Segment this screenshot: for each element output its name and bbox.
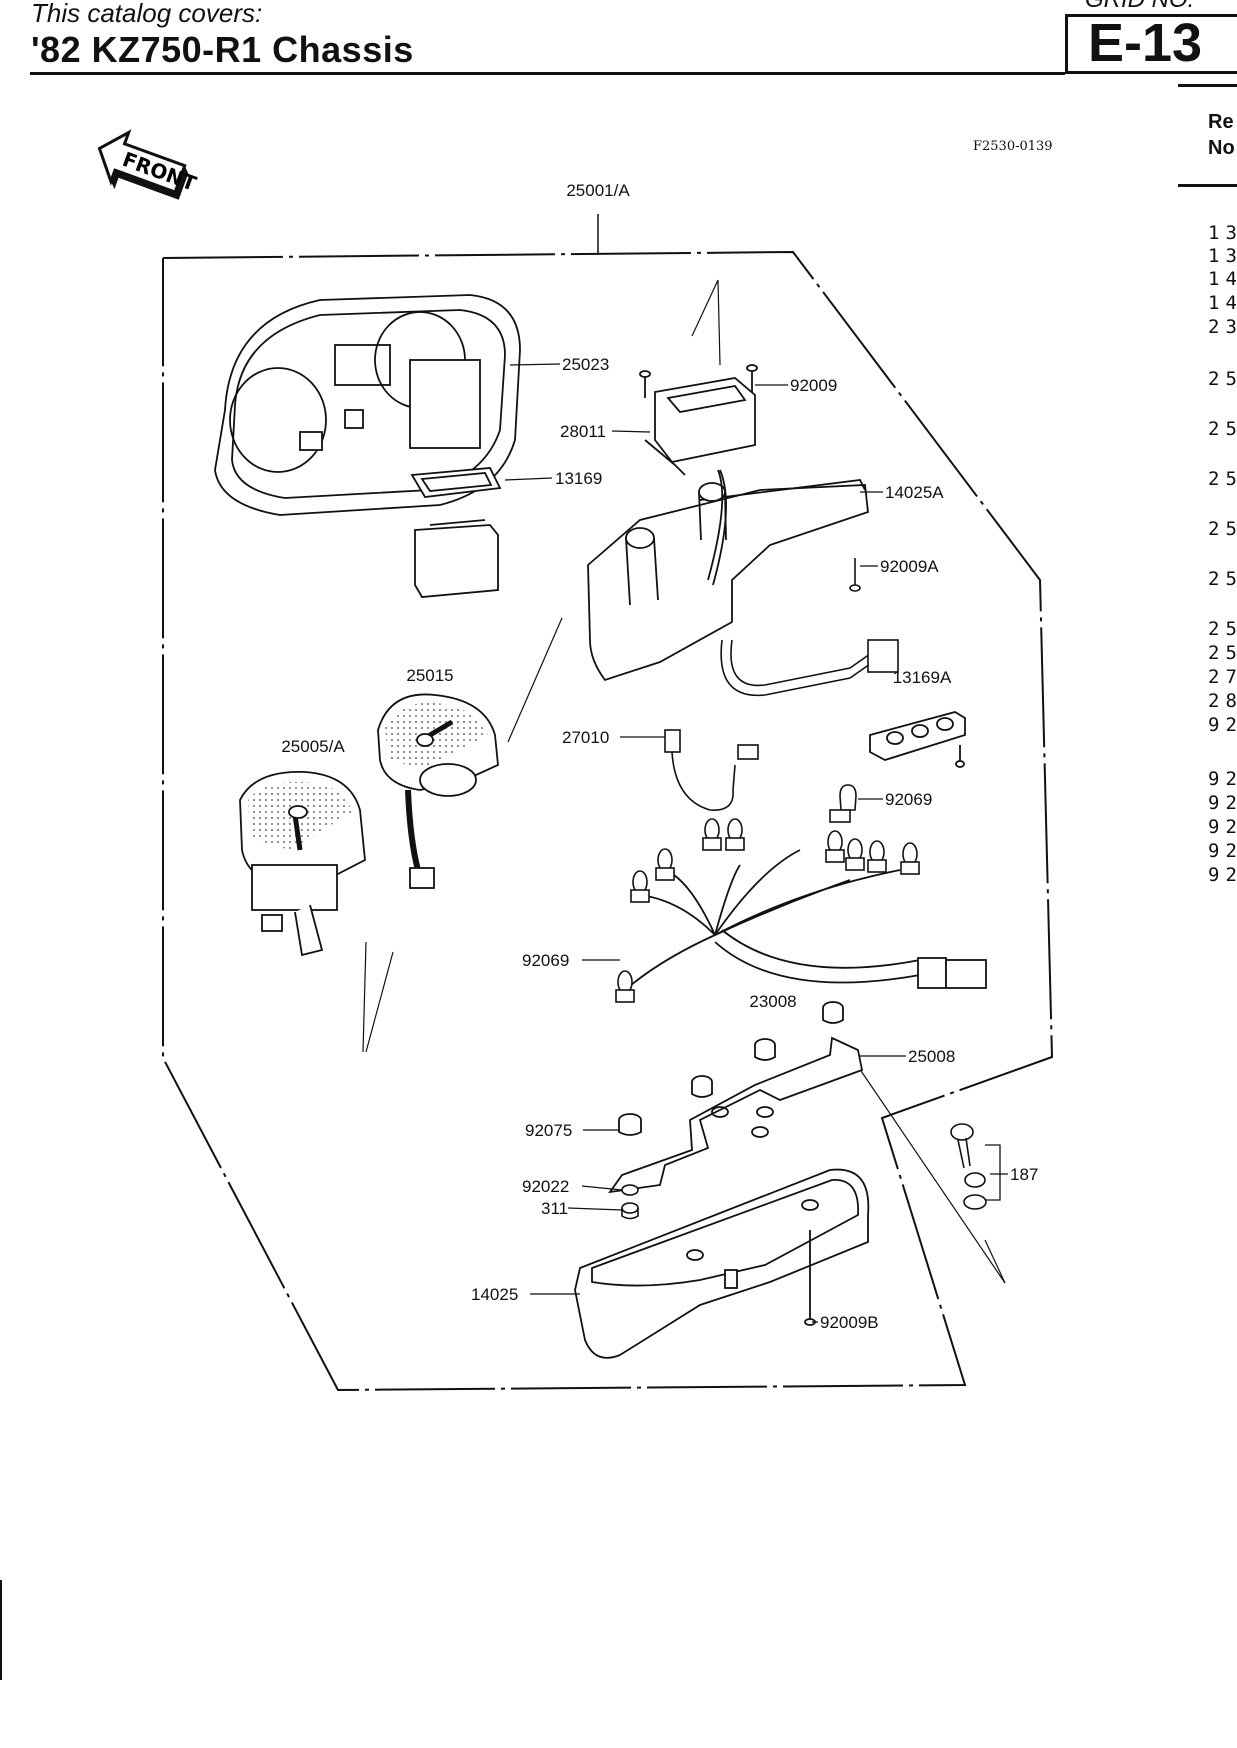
wire-harness-small bbox=[720, 639, 899, 697]
leader-line bbox=[567, 1207, 623, 1211]
grid-box bbox=[1065, 14, 1237, 74]
ref-prefix: 25 bbox=[1208, 468, 1237, 490]
washer-nut-parts bbox=[621, 1184, 639, 1220]
callout-92069: 92069 bbox=[885, 790, 932, 809]
ref-prefix: 92 bbox=[1208, 768, 1237, 790]
callout-25015: 25015 bbox=[406, 666, 453, 685]
ref-prefix: 27 bbox=[1208, 666, 1237, 688]
callout-311: 311 bbox=[541, 1199, 568, 1218]
ref-prefix: 14 bbox=[1208, 292, 1237, 314]
callout-27010: 27010 bbox=[562, 728, 609, 747]
grommets bbox=[618, 1001, 844, 1136]
callout-25005a: 25005/A bbox=[281, 737, 345, 756]
bracket-187 bbox=[985, 1144, 1001, 1201]
speedometer-part bbox=[377, 693, 499, 889]
ref-prefix: 92 bbox=[1208, 714, 1237, 736]
ref-prefix: 92 bbox=[1208, 864, 1237, 886]
callout-25008: 25008 bbox=[908, 1047, 955, 1066]
tachometer-part bbox=[239, 771, 366, 957]
ref-heading-2: No bbox=[1208, 137, 1235, 159]
table-top-rule bbox=[1178, 84, 1237, 87]
meter-case-part bbox=[587, 469, 869, 682]
ref-prefix: 13 bbox=[1208, 222, 1237, 244]
callout-28011: 28011 bbox=[560, 422, 606, 441]
leader-line bbox=[611, 430, 651, 433]
leader-line bbox=[504, 477, 553, 481]
callout-13169a: 13169A bbox=[893, 668, 952, 687]
ref-prefix: 25 bbox=[1208, 568, 1237, 590]
ref-prefix: 92 bbox=[1208, 816, 1237, 838]
meter-cover-part bbox=[214, 294, 521, 516]
callout-92009a: 92009A bbox=[880, 557, 939, 576]
ref-prefix: 92 bbox=[1208, 792, 1237, 814]
screw-92009A bbox=[849, 558, 861, 592]
callout-14025: 14025 bbox=[471, 1285, 518, 1304]
ref-prefix: 13 bbox=[1208, 245, 1237, 267]
control-unit-part bbox=[639, 364, 758, 476]
lower-case-part bbox=[574, 1168, 870, 1359]
callout-92022: 92022 bbox=[522, 1177, 569, 1196]
indicator-lens-part bbox=[410, 467, 502, 598]
indicator-block-part bbox=[869, 711, 966, 768]
switch-part bbox=[664, 729, 759, 811]
callout-92075: 92075 bbox=[525, 1121, 572, 1140]
callout-25023: 25023 bbox=[562, 355, 609, 374]
ref-prefix: 23 bbox=[1208, 316, 1237, 338]
ref-prefix: 28 bbox=[1208, 690, 1237, 712]
ref-prefix: 92 bbox=[1208, 840, 1237, 862]
bulb-92069 bbox=[839, 784, 857, 811]
ref-prefix: 25 bbox=[1208, 418, 1237, 440]
callout-25001a: 25001/A bbox=[566, 181, 630, 200]
ref-prefix: 14 bbox=[1208, 268, 1237, 290]
bulb-sockets bbox=[615, 809, 920, 1003]
figure-code: F2530-0139 bbox=[973, 139, 1053, 154]
ref-prefix: 25 bbox=[1208, 518, 1237, 540]
callout-labels: 25001/A 25023 92009 28011 14025A 13169 92009A 2… bbox=[281, 181, 1038, 1332]
ref-heading-1: Re bbox=[1208, 111, 1234, 133]
assembly-boundary bbox=[162, 250, 1054, 1392]
catalog-title: '82 KZ750-R1 Chassis bbox=[31, 29, 414, 70]
margin-bar bbox=[0, 1580, 2, 1680]
ref-prefix: 25 bbox=[1208, 368, 1237, 390]
callout-187: 187 bbox=[1010, 1165, 1038, 1184]
callout-leaders bbox=[504, 363, 1008, 1323]
table-head-rule bbox=[1178, 184, 1237, 187]
catalog-subtitle: This catalog covers: bbox=[31, 0, 263, 28]
callout-13169: 13169 bbox=[555, 469, 602, 488]
callout-92009: 92009 bbox=[790, 376, 837, 395]
ref-prefix: 25 bbox=[1208, 642, 1237, 664]
main-wire-harness bbox=[624, 849, 987, 991]
header-rule bbox=[30, 72, 1065, 75]
leader-line bbox=[509, 363, 561, 366]
callout-92069: 92069 bbox=[522, 951, 569, 970]
leader-line bbox=[581, 1185, 623, 1191]
guide-lines bbox=[362, 279, 1006, 1284]
bolt-187 bbox=[950, 1123, 987, 1210]
grid-number: E-13 bbox=[1088, 13, 1203, 73]
meter-bracket-part bbox=[608, 1036, 864, 1194]
grid-label: GRID NO. bbox=[1085, 0, 1194, 12]
front-arrow-icon: FRONT bbox=[97, 129, 200, 200]
callout-14025a: 14025A bbox=[885, 483, 944, 502]
callout-92009b: 92009B bbox=[820, 1313, 879, 1332]
ref-prefix: 25 bbox=[1208, 618, 1237, 640]
callout-23008: 23008 bbox=[749, 992, 796, 1011]
